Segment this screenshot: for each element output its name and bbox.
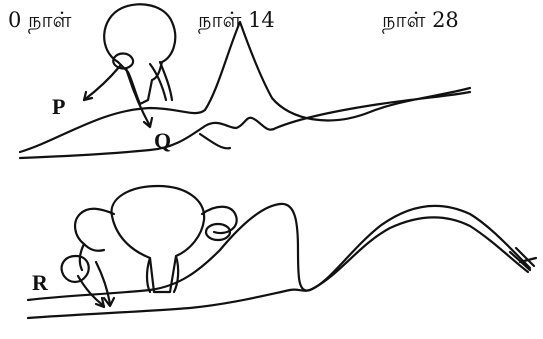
label-p: P [52, 96, 65, 118]
label-q: Q [154, 130, 171, 152]
ovary-left [62, 256, 89, 282]
label-r: R [32, 272, 48, 294]
ovary-top-outline [104, 4, 175, 104]
fallopian-tube-left [75, 209, 114, 244]
lower-curve-bump [200, 134, 230, 148]
day-label-end: நாள் 28 [382, 10, 459, 31]
arrow-r-1 [78, 276, 104, 306]
hormone-curve-lower [20, 92, 470, 158]
hormone-curve-upper [20, 22, 470, 152]
day-label-mid: நாள் 14 [198, 10, 275, 31]
endometrium-wave [28, 204, 530, 300]
day-label-start: 0 நாள் [8, 10, 71, 31]
arrow-to-p [84, 66, 120, 100]
